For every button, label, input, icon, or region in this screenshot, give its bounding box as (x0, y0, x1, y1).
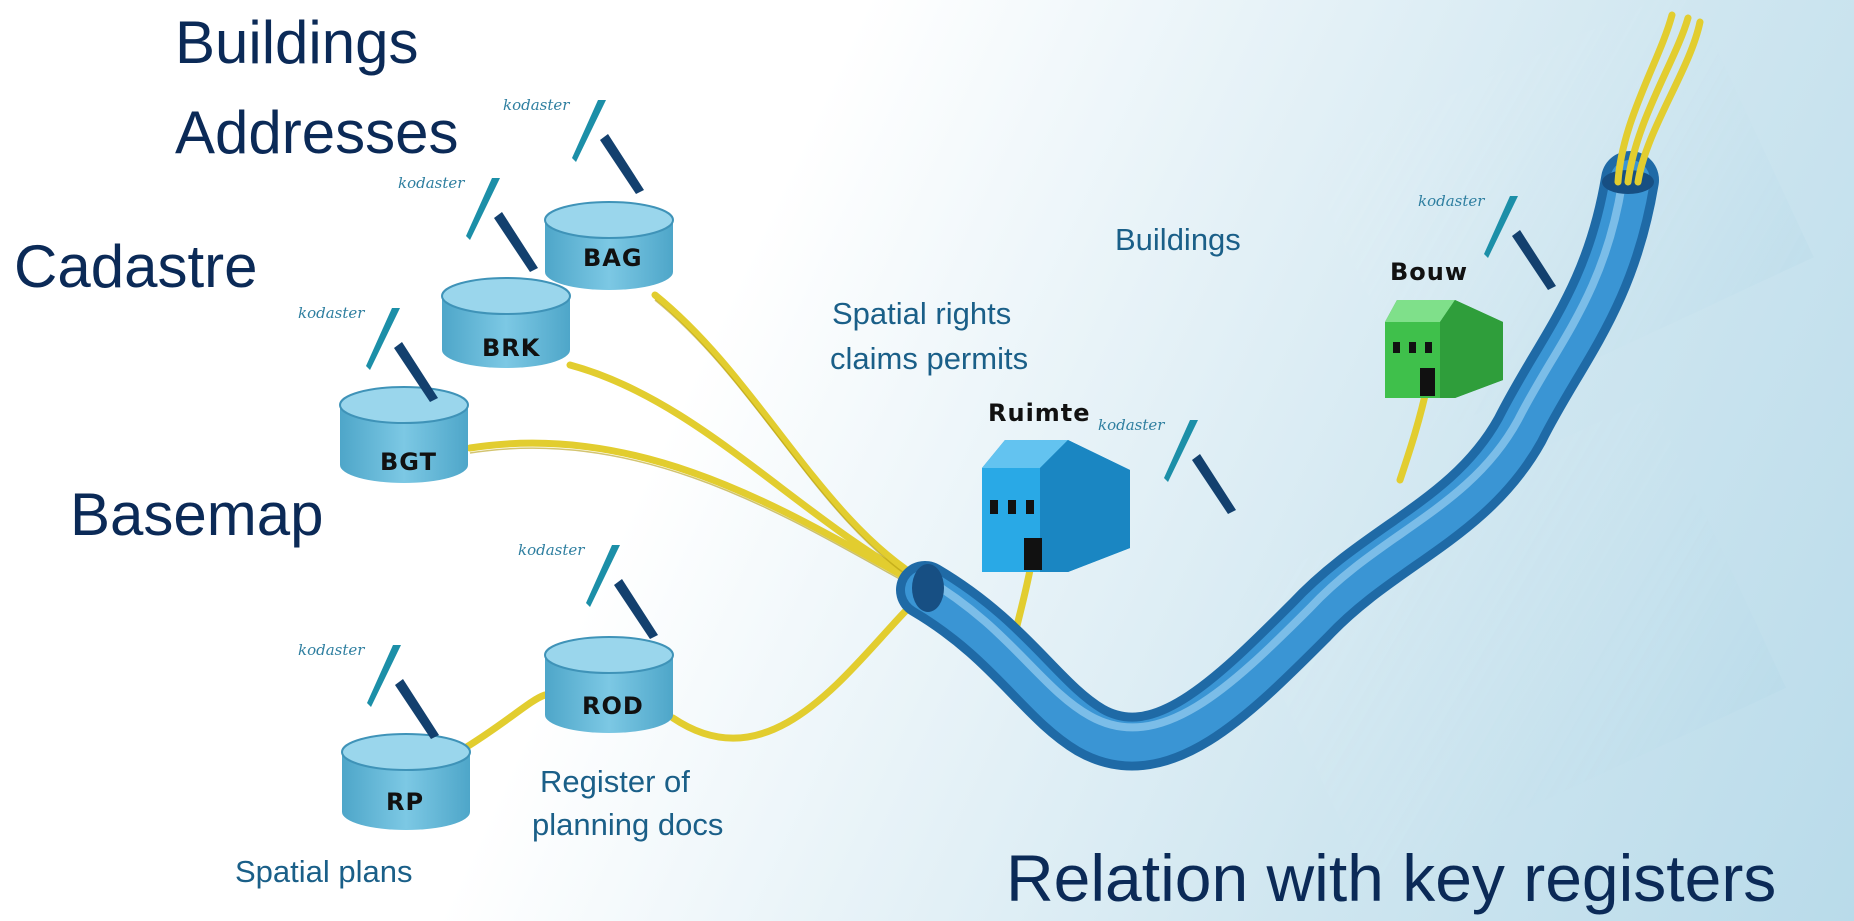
caption-rp: Spatial plans (235, 854, 413, 889)
house-icon (982, 440, 1130, 572)
database-cylinder-icon (339, 201, 674, 830)
heading-cadastre: Cadastre (14, 233, 258, 300)
kodaster-logo-text-rod: kodaster (518, 541, 585, 559)
house-label-ruimte: Ruimte (988, 399, 1091, 427)
kodaster-logo-text-ruimte: kodaster (1098, 416, 1165, 434)
cable-end-left (912, 564, 944, 612)
caption-ruimte-line2: claims permits (830, 341, 1029, 376)
caption-bouw: Buildings (1115, 222, 1241, 257)
wire-rp-rod (461, 691, 549, 752)
register-code-brk: BRK (482, 334, 541, 362)
caption-rod-line2: planning docs (532, 807, 724, 842)
heading-buildings: Buildings (175, 9, 419, 76)
register-code-rod: ROD (582, 692, 644, 720)
house-label-bouw: Bouw (1390, 258, 1469, 286)
wire-bundle (461, 291, 1432, 752)
register-code-bag: BAG (583, 244, 643, 272)
kodaster-logo-text-brk: kodaster (398, 174, 465, 192)
caption-rod-line1: Register of (540, 764, 690, 799)
cable-icon (896, 151, 1659, 771)
caption-ruimte-line1: Spatial rights (832, 296, 1012, 331)
heading-addresses: Addresses (175, 99, 459, 166)
house-icon (1385, 300, 1503, 398)
register-code-rp: RP (386, 788, 425, 816)
heading-basemap: Basemap (70, 481, 324, 548)
kodaster-logo-text-bgt: kodaster (298, 304, 365, 322)
wire-rod (669, 588, 929, 742)
wire-brk (566, 361, 929, 589)
cable-wire-tips (1614, 11, 1704, 186)
kodaster-logo-text-bouw: kodaster (1418, 192, 1485, 210)
wire-outlines (469, 299, 926, 594)
kodaster-logo-text-bag: kodaster (503, 96, 570, 114)
wire-bag (651, 291, 929, 586)
register-code-bgt: BGT (380, 448, 437, 476)
kodaster-logo-text-rp: kodaster (298, 641, 365, 659)
wire-bgt (466, 439, 929, 592)
page-title: Relation with key registers (1006, 841, 1777, 915)
